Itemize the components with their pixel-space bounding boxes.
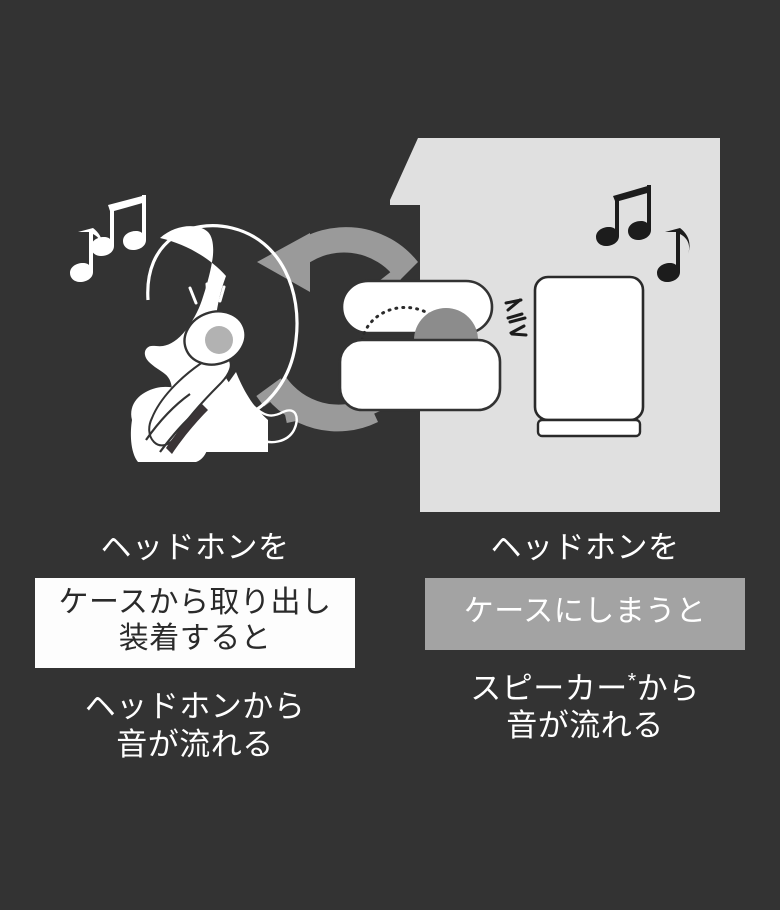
result-line-left-1: ヘッドホンから <box>84 688 306 724</box>
result-line-right-1: スピーカー*から <box>470 667 700 708</box>
lead-text-left: ヘッドホンを <box>100 530 290 565</box>
column-right: ヘッドホンを ケースにしまうと スピーカー*から 音が流れる <box>390 520 780 910</box>
music-notes-black <box>596 185 690 282</box>
speaker-body <box>533 275 645 422</box>
bluetooth-speaker <box>504 275 645 438</box>
condition-line-right-1: ケースにしまうと <box>463 594 707 628</box>
result-text-left: ヘッドホンから 音が流れる <box>85 688 306 764</box>
result-right-speaker-word: スピーカー <box>470 670 628 706</box>
condition-line-left-1: ケースから取り出し <box>58 585 332 619</box>
illustration-area <box>70 138 720 512</box>
earbud-charging-case <box>338 279 528 412</box>
lead-text-right: ヘッドホンを <box>490 530 680 565</box>
speaker-sound-ticks <box>504 298 526 335</box>
footnote-asterisk: * <box>627 667 637 693</box>
condition-box-right: ケースにしまうと <box>425 577 745 650</box>
case-body <box>338 338 502 412</box>
condition-line-left-2: 装着すると <box>118 622 272 656</box>
result-right-particle: から <box>636 670 700 706</box>
result-line-right-2: 音が流れる <box>506 708 664 744</box>
speaker-base <box>536 418 642 438</box>
person-wearing-earbud <box>130 224 299 462</box>
music-notes-white <box>70 195 146 282</box>
condition-box-left: ケースから取り出し 装着すると <box>35 577 355 668</box>
column-left: ヘッドホンを ケースから取り出し 装着すると ヘッドホンから 音が流れる <box>0 520 390 910</box>
result-line-left-2: 音が流れる <box>116 726 274 762</box>
captions-area: ヘッドホンを ケースから取り出し 装着すると ヘッドホンから 音が流れる ヘッド… <box>0 520 780 910</box>
result-text-right: スピーカー*から 音が流れる <box>470 667 700 746</box>
